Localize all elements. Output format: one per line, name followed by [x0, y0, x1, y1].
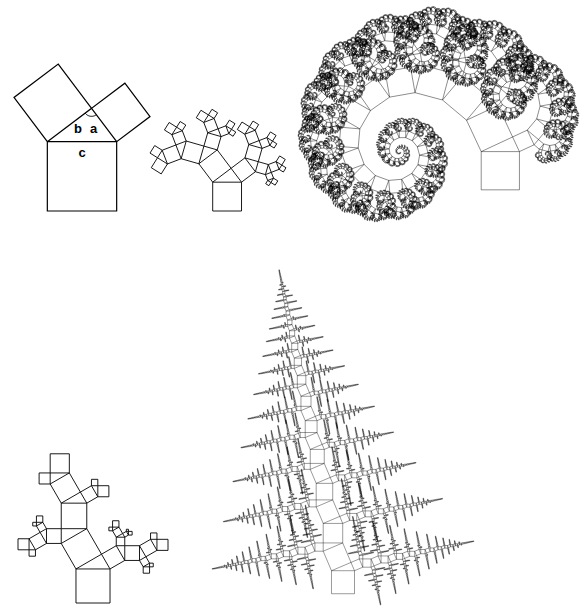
pythagoras-tree — [150, 109, 286, 211]
angle-mark — [85, 113, 96, 116]
pythagoras-spiral — [298, 7, 579, 222]
side-label: c — [78, 145, 85, 158]
pythagoras-fir-tree — [212, 270, 474, 605]
pythagoras-tree — [18, 454, 168, 603]
pythagoras-figure — [14, 64, 150, 211]
side-label: a — [90, 122, 97, 135]
side-label: b — [74, 122, 82, 135]
